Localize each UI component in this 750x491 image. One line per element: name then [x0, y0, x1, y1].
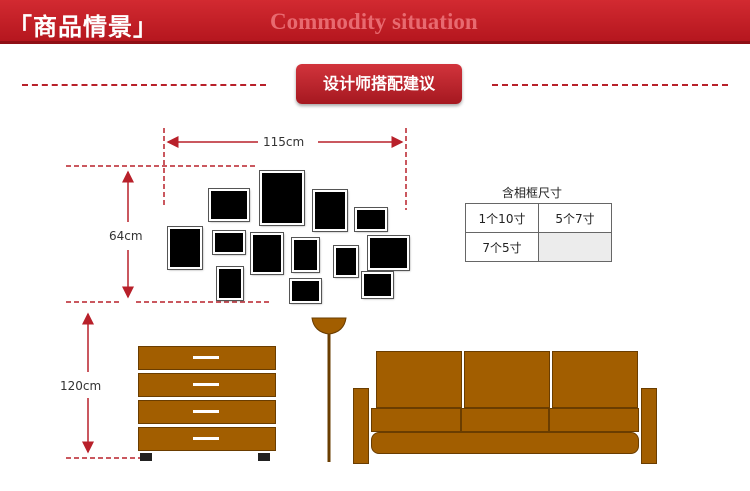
width-label: 115cm: [263, 135, 304, 149]
photo-frame: [290, 279, 321, 303]
sofa-base: [371, 432, 639, 454]
drawer-handle: [193, 437, 219, 440]
table-cell-empty: [539, 233, 612, 262]
sofa-seat-cushion: [461, 408, 549, 432]
height-label: 64cm: [109, 229, 143, 243]
photo-frame: [355, 208, 387, 231]
photo-frame: [251, 233, 283, 274]
table-row: 7个5寸: [466, 233, 612, 262]
photo-frame: [334, 246, 358, 277]
table-title: 含相框尺寸: [502, 184, 562, 201]
floor-lamp: [312, 318, 346, 462]
photo-frame: [368, 236, 409, 270]
photo-frame: [213, 231, 245, 254]
sofa-back-cushion: [464, 351, 550, 408]
table-cell: 7个5寸: [466, 233, 539, 262]
dresser-foot: [140, 453, 152, 461]
photo-frame: [260, 171, 304, 225]
dresser-drawer: [138, 400, 276, 424]
photo-frame: [313, 190, 347, 231]
drawer-handle: [193, 383, 219, 386]
photo-frame: [362, 272, 393, 298]
sofa-back-cushion: [552, 351, 638, 408]
dresser-drawer: [138, 427, 276, 451]
drawer-handle: [193, 356, 219, 359]
furniture-height-label: 120cm: [60, 379, 101, 393]
frame-size-table: 1个10寸 5个7寸 7个5寸: [465, 203, 612, 262]
dresser-foot: [258, 453, 270, 461]
table-cell: 5个7寸: [539, 204, 612, 233]
table-row: 1个10寸 5个7寸: [466, 204, 612, 233]
photo-frame: [217, 267, 243, 300]
photo-frame: [292, 238, 319, 272]
sofa-back-cushion: [376, 351, 462, 408]
drawer-handle: [193, 410, 219, 413]
sofa-arm-right: [641, 388, 657, 464]
sofa-seat-cushion: [371, 408, 461, 432]
dresser-drawer: [138, 373, 276, 397]
sofa-seat-cushion: [549, 408, 639, 432]
table-cell: 1个10寸: [466, 204, 539, 233]
dresser-drawer: [138, 346, 276, 370]
photo-frame: [209, 189, 249, 221]
photo-frame: [168, 227, 202, 269]
sofa-arm-left: [353, 388, 369, 464]
